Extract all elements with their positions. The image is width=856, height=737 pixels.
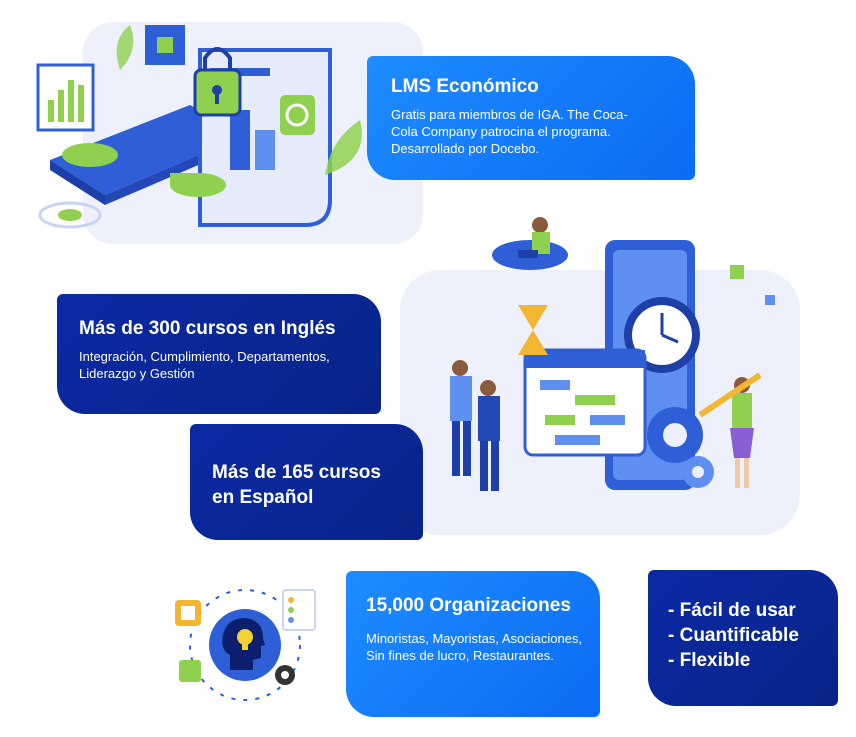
head-lightbulb-icon [222,618,265,670]
head-lightbulb-illustration [175,589,316,701]
card-lms-body: Gratis para miembros de IGA. The Coca-Co… [391,107,628,156]
dashboard-illustration [36,25,362,229]
card-spanish-title-line1: Más de 165 cursos [212,462,381,483]
card-features: - Fácil de usar - Cuantificable - Flexib… [648,570,838,706]
card-organizations-body: Minoristas, Mayoristas, Asociaciones, Si… [366,631,583,663]
card-english-title: Más de 300 cursos en Inglés [79,318,336,339]
feature-item: - Cuantificable [668,625,799,646]
card-english-body: Integración, Cumplimiento, Departamentos… [79,349,330,381]
card-english: Más de 300 cursos en Inglés Integración,… [57,294,381,414]
feature-list: - Fácil de usar - Cuantificable - Flexib… [668,598,818,673]
card-lms: LMS Económico Gratis para miembros de IG… [367,56,695,180]
feature-item: - Flexible [668,650,751,671]
gear-icon [647,407,714,488]
planning-illustration [450,217,775,491]
calendar-icon [523,348,647,457]
card-organizations-title: 15,000 Organizaciones [366,595,571,616]
card-spanish: Más de 165 cursos en Español [190,424,423,540]
card-spanish-title-line2: en Español [212,487,314,508]
feature-item: - Fácil de usar [668,600,796,621]
card-organizations: 15,000 Organizaciones Minoristas, Mayori… [346,571,600,717]
card-lms-title: LMS Económico [391,76,539,97]
